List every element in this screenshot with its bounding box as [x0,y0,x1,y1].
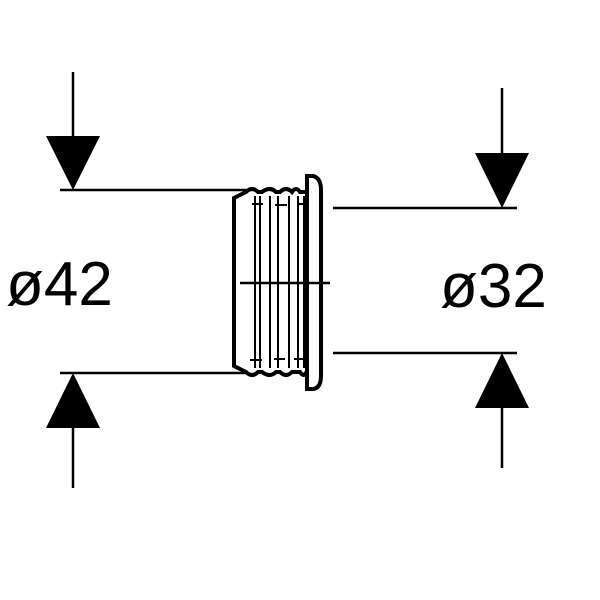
inner-dimension [333,88,529,468]
fitting-body-outline [232,187,308,377]
inner-top-arrow-icon [475,153,529,208]
inner-diameter-label: ø32 [440,252,547,321]
outer-dimension [46,72,246,488]
fitting-flange [305,174,323,391]
outer-top-arrow-icon [46,136,100,190]
seal-fitting [232,174,330,391]
inner-bottom-arrow-icon [475,353,529,408]
outer-bottom-arrow-icon [46,373,100,428]
outer-diameter-label: ø42 [6,250,113,319]
